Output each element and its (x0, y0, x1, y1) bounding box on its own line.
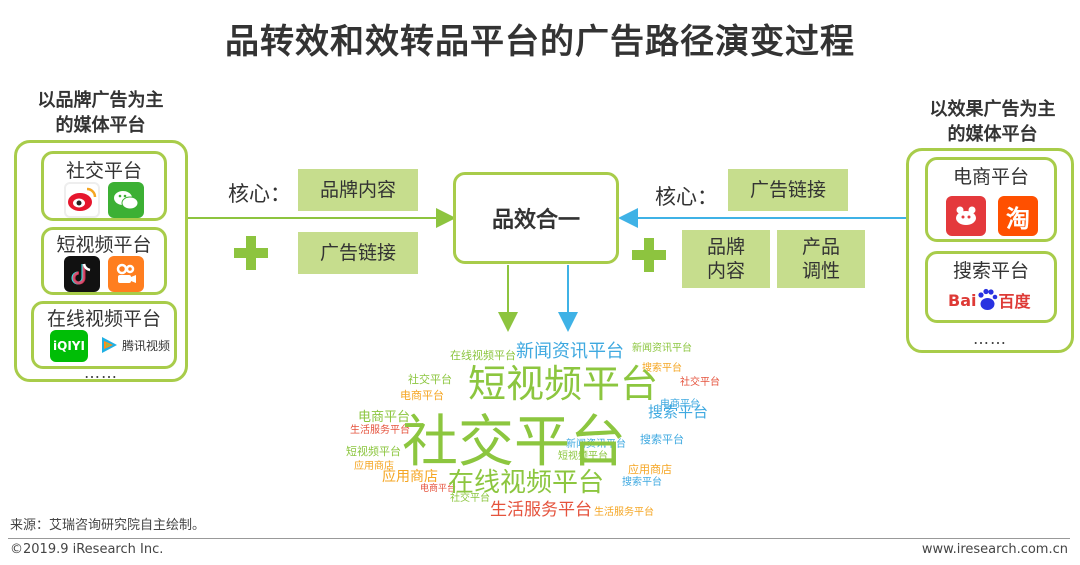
online-video-platform-label: 在线视频平台 (46, 308, 161, 330)
left-heading: 以品牌广告为主 的媒体平台 (18, 88, 183, 138)
cloud-word-small: 新闻资讯平台 (566, 437, 626, 450)
left-heading-line1: 以品牌广告为主 (37, 90, 164, 111)
right-core-value-box: 广告链接 (728, 169, 848, 211)
cloud-word-medium: 应用商店 (382, 468, 438, 485)
tencent-video-text: 腾讯视频 (122, 338, 171, 353)
short-video-platform-group: 短视频平台 (41, 227, 167, 295)
cloud-word-small: 社交平台 (450, 491, 490, 504)
left-core-label: 核心： (228, 182, 291, 206)
left-heading-line2: 的媒体平台 (55, 115, 146, 136)
ecommerce-platform-label: 电商平台 (952, 166, 1029, 188)
cloud-word-small: 短视频平台 (558, 449, 608, 462)
right-core-label: 核心： (655, 185, 718, 209)
social-platform-group: 社交平台 (41, 151, 167, 221)
online-video-platform-group: 在线视频平台 iQIYI 腾讯视频 (31, 301, 177, 369)
search-platform-group: 搜索平台 Bai 百度 (925, 251, 1057, 323)
social-platform-label: 社交平台 (65, 160, 142, 182)
douyin-logo (64, 256, 100, 292)
jd-logo (946, 196, 986, 236)
cloud-word-small: 新闻资讯平台 (632, 341, 692, 354)
baidu-logo: Bai 百度 (948, 288, 1031, 312)
footer-divider (8, 538, 1070, 539)
left-plus-value-box: 广告链接 (298, 232, 418, 274)
source-note: 来源：艾瑞咨询研究院自主绘制。 (10, 518, 206, 533)
cloud-word-small: 搜索平台 (640, 432, 684, 446)
left-platform-panel: 社交平台 短视频平台 在线视频平台 iQIYI 腾讯视频 …… (14, 140, 188, 382)
platform-word-cloud: 在线视频平台 社交平台 电商平台 生活服务平台 短视频平台 应用商店 新闻资讯平… (346, 341, 720, 520)
right-plus-value2-line2: 调性 (801, 260, 840, 282)
cloud-word-small: 社交平台 (408, 372, 452, 386)
page-title: 品转效和效转品平台的广告路径演变过程 (225, 22, 855, 62)
cloud-word-small: 电商平台 (660, 397, 700, 410)
cloud-word-small: 生活服务平台 (594, 505, 654, 518)
cloud-word-small: 搜索平台 (642, 361, 682, 374)
cloud-word-biggest: 社交平台 (402, 410, 626, 475)
cloud-word-small: 应用商店 (628, 462, 672, 476)
short-video-platform-label: 短视频平台 (56, 234, 152, 256)
weibo-logo (64, 182, 100, 218)
right-platform-panel: 电商平台 淘 搜索平台 Bai 百度 …… (906, 148, 1074, 353)
cloud-word-small: 电商平台 (400, 388, 444, 402)
taobao-logo: 淘 (998, 196, 1038, 236)
right-plus-value2-line1: 产品 (801, 236, 840, 258)
right-plus-value1-box: 品牌 内容 (682, 230, 770, 288)
brand-effect-unity-box: 品效合一 (453, 172, 619, 264)
right-more-indicator: …… (973, 329, 1007, 348)
paw-icon (978, 288, 998, 310)
footer-website: www.iresearch.com.cn (921, 542, 1068, 557)
iqiyi-logo: iQIYI (50, 330, 88, 362)
cloud-word-small: 生活服务平台 (350, 423, 410, 436)
baidu-text-cn: 百度 (998, 292, 1031, 311)
footer-copyright: ©2019.9 iResearch Inc. (10, 542, 164, 557)
right-plus-value1-line1: 品牌 (706, 236, 745, 258)
left-more-indicator: …… (84, 363, 118, 382)
wechat-logo (108, 182, 144, 218)
cloud-word-small: 电商平台 (420, 482, 456, 494)
ecommerce-platform-group: 电商平台 淘 (925, 157, 1057, 242)
tencent-video-icon (102, 337, 117, 353)
cloud-word-large: 在线视频平台 (448, 468, 604, 498)
right-plus-value1-line2: 内容 (706, 260, 745, 282)
left-plus-icon (234, 236, 268, 270)
right-plus-value2-box: 产品 调性 (777, 230, 865, 288)
right-heading: 以效果广告为主 的媒体平台 (910, 97, 1075, 147)
cloud-word-small: 应用商店 (354, 459, 394, 472)
tencent-video-logo: 腾讯视频 (98, 334, 170, 356)
cloud-word-small: 搜索平台 (622, 475, 662, 488)
cloud-word-medium: 搜索平台 (648, 403, 708, 421)
cloud-word-medium: 新闻资讯平台 (516, 341, 624, 362)
kuaishou-logo (108, 256, 144, 292)
cloud-word-small: 在线视频平台 (450, 348, 516, 362)
cloud-word-large: 短视频平台 (468, 362, 658, 406)
cloud-word-medium: 生活服务平台 (490, 500, 592, 520)
cloud-word-small: 短视频平台 (346, 444, 401, 458)
cloud-word-medium: 电商平台 (358, 410, 410, 425)
baidu-text-latin: Bai (948, 290, 977, 310)
left-core-value-box: 品牌内容 (298, 169, 418, 211)
cloud-word-small: 社交平台 (680, 375, 720, 388)
right-plus-icon (632, 238, 666, 272)
search-platform-label: 搜索平台 (952, 260, 1029, 282)
right-heading-line2: 的媒体平台 (947, 124, 1038, 145)
right-heading-line1: 以效果广告为主 (929, 99, 1056, 120)
